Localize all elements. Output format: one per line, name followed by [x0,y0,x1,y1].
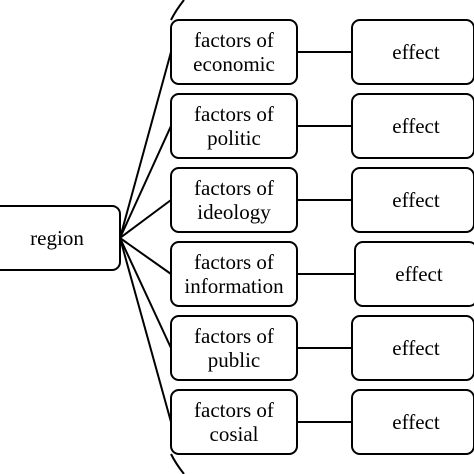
effect-label: effect [392,114,440,138]
effect-node: effect [351,93,474,159]
factor-label-line: factors of [194,250,274,274]
effect-label: effect [392,188,440,212]
effect-box [354,241,474,307]
factor-label-line: factors of [194,102,274,126]
branch-line [119,51,172,239]
effect-label: effect [392,336,440,360]
root-box [0,205,121,271]
effect-label: effect [395,262,443,286]
branch-line [119,199,172,239]
root-node: region [0,205,121,271]
bottom-connector-line [170,453,185,474]
effect-node: effect [351,315,474,381]
factor-label-line: factors of [194,324,274,348]
effect-node: effect [351,19,474,85]
factor-box [170,19,298,85]
effect-box [351,19,474,85]
effect-node: effect [354,241,474,307]
factor-label-line: factors of [194,398,274,422]
factor-label-line: ideology [197,200,271,224]
factor-label-line: information [184,274,284,298]
effect-box [351,93,474,159]
effect-node: effect [351,167,474,233]
factor-label-line: public [208,348,261,372]
edges [119,0,355,474]
effect-box [351,315,474,381]
factor-label-line: cosial [210,422,259,446]
factor-box [170,241,298,307]
branch-line [119,125,172,239]
effect-label: effect [392,410,440,434]
factor-label-line: economic [193,52,275,76]
factor-box [170,315,298,381]
effect-node: effect [351,389,474,455]
factor-label-line: factors of [194,28,274,52]
effect-label: effect [392,40,440,64]
factor-label-line: factors of [194,176,274,200]
branch-line [119,237,172,349]
top-connector-line [170,0,185,21]
factor-box [170,93,298,159]
factor-box [170,389,298,455]
effect-box [351,167,474,233]
factor-label-line: politic [207,126,261,150]
branch-line [119,237,172,275]
factor-box [170,167,298,233]
effect-box [351,389,474,455]
root-label: region [30,226,84,250]
branch-line [119,237,172,423]
